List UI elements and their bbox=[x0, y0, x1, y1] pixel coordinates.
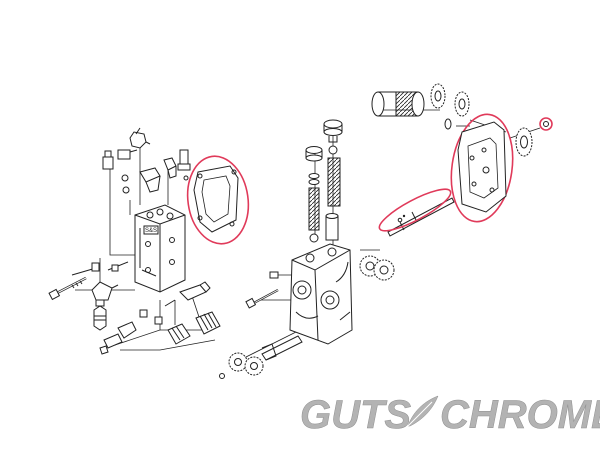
pump-body-center bbox=[289, 243, 353, 345]
gear-drive-right bbox=[515, 127, 533, 157]
plug-fitting-right bbox=[177, 149, 191, 181]
shaft-bottom bbox=[261, 335, 303, 361]
gear-top-left bbox=[430, 83, 446, 109]
washer-highlight bbox=[539, 117, 553, 131]
gear-pair-center bbox=[359, 255, 395, 281]
feather-icon bbox=[407, 395, 439, 427]
gear-pair-bottom bbox=[219, 352, 264, 379]
ribbed-fitting-bottom bbox=[167, 311, 221, 345]
elbow-fitting-lower bbox=[91, 281, 119, 307]
small-bolts-left bbox=[71, 261, 129, 276]
cap-screw-top bbox=[323, 119, 343, 155]
spring-right bbox=[327, 157, 341, 207]
watermark-text-right: CHROME bbox=[440, 393, 600, 437]
long-shaft-right bbox=[387, 197, 455, 237]
center-assembly bbox=[219, 119, 455, 379]
left-assembly: S&S bbox=[48, 127, 221, 355]
cover-plate-highlight bbox=[450, 113, 514, 223]
filter-cylinder bbox=[371, 91, 425, 117]
spring-left bbox=[308, 187, 320, 231]
adapter-fitting-bottom bbox=[99, 321, 137, 355]
bolt-center-left bbox=[245, 271, 279, 309]
long-bolt-left bbox=[48, 276, 87, 301]
piston-sleeve bbox=[325, 213, 339, 241]
pin-highlight bbox=[378, 188, 452, 232]
pump-body-left: S&S bbox=[134, 204, 186, 293]
cap-screw-second bbox=[305, 146, 323, 185]
gasket-left-highlight bbox=[186, 155, 250, 245]
part-stamp: S&S bbox=[145, 228, 157, 234]
watermark-logo: GUTS CHROME bbox=[300, 393, 600, 438]
check-ball bbox=[309, 233, 319, 243]
right-assembly bbox=[371, 83, 541, 157]
hex-bolts-right bbox=[139, 281, 211, 325]
fitting-upper-left bbox=[102, 149, 138, 170]
elbow-fitting-top bbox=[129, 127, 151, 149]
nipple-fitting-bottom-left bbox=[93, 305, 107, 331]
watermark-text-left: GUTS bbox=[300, 393, 411, 437]
fitting-angled-mid bbox=[121, 157, 177, 194]
gear-top-right bbox=[444, 91, 470, 130]
